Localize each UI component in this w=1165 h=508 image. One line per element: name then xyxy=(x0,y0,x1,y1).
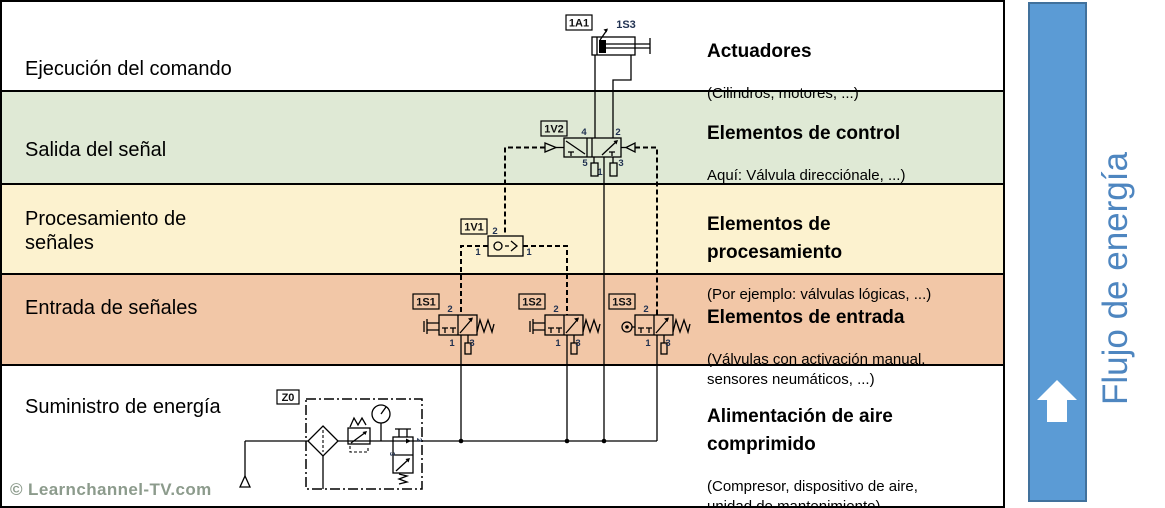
right-block-actuadores: Actuadores (Cilindros, motores, ...) xyxy=(707,20,999,122)
valve-1s1: 1S1 2 1 3 xyxy=(412,293,495,355)
port-1l-1v1: 1 xyxy=(475,247,481,258)
right-block-procesamiento: Elementos de procesamiento (Por ejemplo:… xyxy=(707,193,999,323)
pilot-right-icon xyxy=(624,141,636,154)
port-5-1v2: 5 xyxy=(582,158,588,169)
cylinder-1a1: 1A1 1S3 xyxy=(565,14,651,138)
left-label-salida: Salida del señal xyxy=(25,139,167,161)
left-label-ejecucion: Ejecución del comando xyxy=(25,58,232,80)
port-3-z0: 3 xyxy=(388,452,395,456)
label-1s3-limit: 1S3 xyxy=(616,19,636,31)
regulator-icon xyxy=(347,427,371,445)
label-1s3: 1S3 xyxy=(612,297,632,309)
port-2-1s1: 2 xyxy=(447,304,452,315)
label-z0: Z0 xyxy=(282,392,295,404)
port-1-1s1: 1 xyxy=(449,338,455,349)
label-1a1: 1A1 xyxy=(569,18,589,30)
port-2-1s2: 2 xyxy=(553,304,558,315)
valve-1v1: 1V1 2 1 1 xyxy=(460,218,532,258)
band-signal-output xyxy=(2,90,1003,183)
port-3-1s3: 3 xyxy=(665,338,670,349)
right-subtitle-alimentacion: (Compresor, dispositivo de aire, unidad … xyxy=(707,478,918,508)
right-block-alimentacion: Alimentación de aire comprimido (Compres… xyxy=(707,385,999,508)
right-subtitle-control: Aquí: Válvula direcciónale, ...) xyxy=(707,167,906,184)
valve-1s2: 1S2 2 1 3 xyxy=(518,293,601,355)
right-title-control: Elementos de control xyxy=(707,123,901,144)
port-4-1v2: 4 xyxy=(581,127,587,138)
right-block-entrada: Elementos de entrada (Válvulas con activ… xyxy=(707,286,999,408)
port-2-1s3: 2 xyxy=(643,304,648,315)
port-3-1s1: 3 xyxy=(469,338,474,349)
circuit-schematic: Z0 xyxy=(238,14,691,490)
pilot-1s2-to-1v1 xyxy=(523,245,568,315)
air-source-icon xyxy=(238,474,252,488)
pilot-1s3-to-1v2 xyxy=(635,146,658,315)
right-title-procesamiento: Elementos de procesamiento xyxy=(707,214,843,263)
energy-flow-label: Flujo de energía xyxy=(1096,152,1135,405)
right-subtitle-procesamiento: (Por ejemplo: válvulas lógicas, ...) xyxy=(707,286,932,303)
pilot-1s1-to-1v1 xyxy=(460,245,488,315)
energy-flow-bar xyxy=(1028,2,1087,502)
right-title-entrada: Elementos de entrada xyxy=(707,307,905,328)
port-1-1v2: 1 xyxy=(597,167,603,178)
up-arrow-icon xyxy=(1037,380,1077,422)
right-subtitle-actuadores: (Cilindros, motores, ...) xyxy=(707,85,859,102)
label-1s2: 1S2 xyxy=(522,297,542,309)
valve-1s3: 1S3 2 1 3 xyxy=(608,293,691,355)
watermark: © Learnchannel-TV.com xyxy=(10,480,212,499)
right-title-alimentacion: Alimentación de aire comprimido xyxy=(707,406,893,455)
pilot-1v1-to-1v2 xyxy=(504,146,545,236)
port-3-1s2: 3 xyxy=(575,338,580,349)
left-label-procesamiento: Procesamiento de señales xyxy=(25,208,187,254)
port-1-1s2: 1 xyxy=(555,338,561,349)
shutoff-valve-icon: 2 3 xyxy=(388,428,422,485)
band-signal-processing xyxy=(2,183,1003,273)
pilot-left-icon xyxy=(544,142,558,153)
band-signal-input xyxy=(2,273,1003,364)
valve-1v2: 1V2 4 2 5 3 1 xyxy=(540,120,636,178)
right-block-control: Elementos de control Aquí: Válvula direc… xyxy=(707,102,999,204)
label-1v2: 1V2 xyxy=(544,124,564,136)
port-2-1v2: 2 xyxy=(615,127,620,138)
port-1r-1v1: 1 xyxy=(526,247,532,258)
port-2-1v1: 2 xyxy=(492,226,497,237)
right-title-actuadores: Actuadores xyxy=(707,41,812,62)
band-energy-supply xyxy=(2,364,1003,506)
service-unit-z0: Z0 xyxy=(276,389,423,490)
pressure-gauge-icon xyxy=(371,404,391,424)
right-subtitle-entrada: (Válvulas con activación manual, sensore… xyxy=(707,351,926,388)
left-label-entrada: Entrada de señales xyxy=(25,297,198,319)
diagram-panel: Z0 xyxy=(0,0,1005,508)
port-3-1v2: 3 xyxy=(618,158,623,169)
left-label-suministro: Suministro de energía xyxy=(25,396,221,418)
band-command-execution xyxy=(2,2,1003,90)
port-2-z0: 2 xyxy=(415,438,422,442)
port-1-1s3: 1 xyxy=(645,338,651,349)
label-1s1: 1S1 xyxy=(416,297,436,309)
label-1v1: 1V1 xyxy=(464,222,484,234)
